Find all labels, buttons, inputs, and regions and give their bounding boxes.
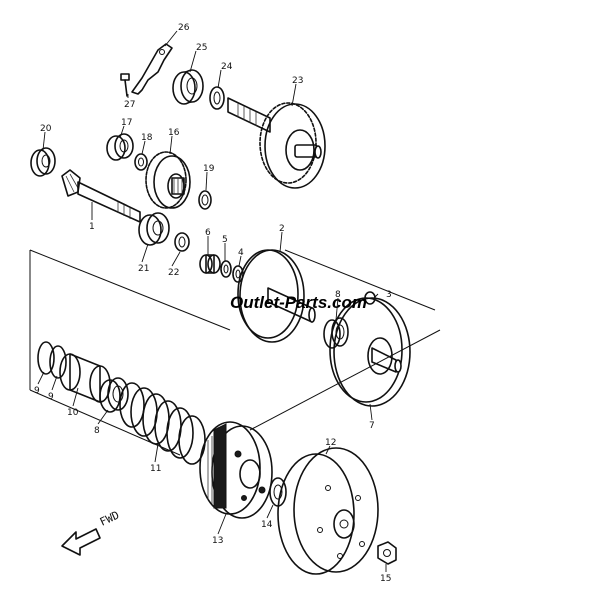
callout-5: 5 xyxy=(222,235,228,245)
callout-8-upper: 8 xyxy=(335,290,341,300)
callout-8-lower: 8 xyxy=(94,426,100,436)
part-17-bearing xyxy=(106,133,134,161)
callout-25: 25 xyxy=(196,43,207,53)
callout-7: 7 xyxy=(369,421,375,431)
part-9-circlip-a xyxy=(37,341,55,375)
callout-21: 21 xyxy=(138,264,149,274)
leader-lines xyxy=(37,30,387,572)
callout-27: 27 xyxy=(124,100,135,110)
part-7-driven-pulley xyxy=(329,297,411,407)
callout-4: 4 xyxy=(238,248,244,258)
part-8-bearing-lower xyxy=(99,377,129,413)
callout-13: 13 xyxy=(212,536,223,546)
callout-16: 16 xyxy=(168,128,180,138)
callout-6: 6 xyxy=(205,228,211,238)
part-23-gear-shaft xyxy=(227,97,326,189)
part-21-bearing xyxy=(138,212,170,246)
watermark-text: Outlet-Parts.com xyxy=(230,293,367,312)
part-9-circlip-b xyxy=(49,345,67,379)
part-20-bearing xyxy=(30,147,56,177)
part-19-ring xyxy=(198,190,212,210)
callout-19: 19 xyxy=(203,164,215,174)
callout-18: 18 xyxy=(141,133,153,143)
part-12-clutch-housing xyxy=(277,447,379,575)
part-22-washer xyxy=(174,232,190,252)
part-5-washer xyxy=(220,260,232,278)
callout-22: 22 xyxy=(168,268,179,278)
direction-label: FWD xyxy=(98,509,122,529)
callout-17: 17 xyxy=(121,118,132,128)
part-16-gear xyxy=(145,151,191,209)
part-number-callouts: 26 25 24 23 27 20 17 18 16 19 1 21 22 6 … xyxy=(34,23,392,584)
callout-12: 12 xyxy=(325,438,336,448)
callout-9-a: 9 xyxy=(34,386,40,396)
part-25-bearing xyxy=(172,69,204,105)
callout-20: 20 xyxy=(40,124,52,134)
part-2-pulley-face xyxy=(237,249,316,343)
part-26-bracket xyxy=(131,43,173,95)
fwd-arrow-icon xyxy=(61,528,101,556)
part-27-bolt xyxy=(120,73,130,97)
callout-11: 11 xyxy=(150,464,161,474)
part-6-bushing xyxy=(199,254,221,274)
part-24-washer xyxy=(209,86,225,110)
callout-10: 10 xyxy=(67,408,79,418)
callout-9-b: 9 xyxy=(48,392,54,402)
part-13-clutch-shoes xyxy=(199,421,273,519)
callout-2: 2 xyxy=(279,224,285,234)
part-10-collar xyxy=(59,353,111,403)
assembly-frame-lines xyxy=(29,249,441,456)
part-18-washer xyxy=(134,153,148,171)
callout-26: 26 xyxy=(178,23,190,33)
callout-14: 14 xyxy=(261,520,273,530)
callout-3: 3 xyxy=(386,290,392,300)
callout-15: 15 xyxy=(380,574,391,584)
callout-1: 1 xyxy=(89,222,95,232)
part-11-spring xyxy=(119,382,206,465)
callout-23: 23 xyxy=(292,76,303,86)
part-1-drive-shaft xyxy=(61,169,141,223)
callout-24: 24 xyxy=(221,62,233,72)
part-15-nut xyxy=(377,541,397,565)
